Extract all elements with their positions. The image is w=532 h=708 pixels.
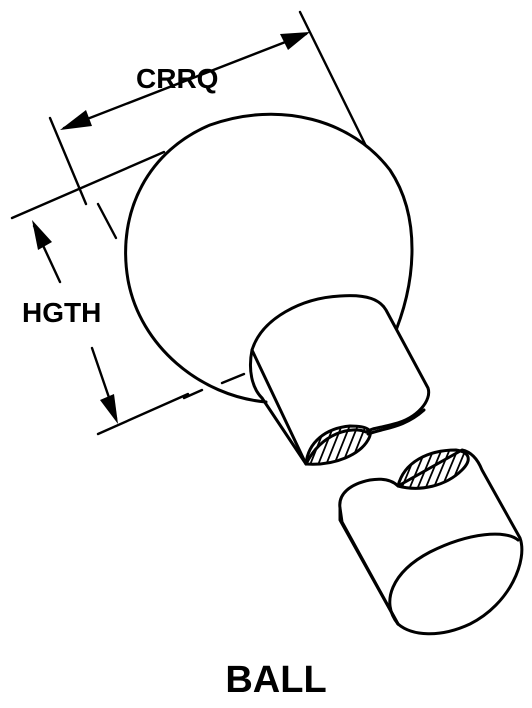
crrq-dimension: CRRQ: [48, 10, 368, 240]
hgth-label: HGTH: [22, 297, 101, 328]
crrq-label: CRRQ: [136, 63, 218, 94]
crrq-arrow-left: [60, 110, 92, 130]
diagram-title: BALL: [225, 659, 326, 701]
hgth-arrow-bottom: [100, 394, 118, 424]
crrq-arrow-right: [280, 32, 310, 50]
crrq-extension-left-lower: [96, 202, 118, 240]
crrq-extension-left: [48, 116, 88, 206]
hgth-extension-top: [10, 150, 166, 220]
hgth-arrow-top: [32, 220, 52, 250]
crrq-dimension-line: [62, 32, 308, 130]
crrq-extension-right: [298, 10, 368, 148]
lower-stem: [338, 448, 524, 636]
ball-sphere: [124, 112, 414, 404]
hgth-dimension: HGTH: [10, 150, 190, 436]
upper-stem: [248, 294, 431, 466]
hgth-extension-bottom: [96, 392, 190, 436]
